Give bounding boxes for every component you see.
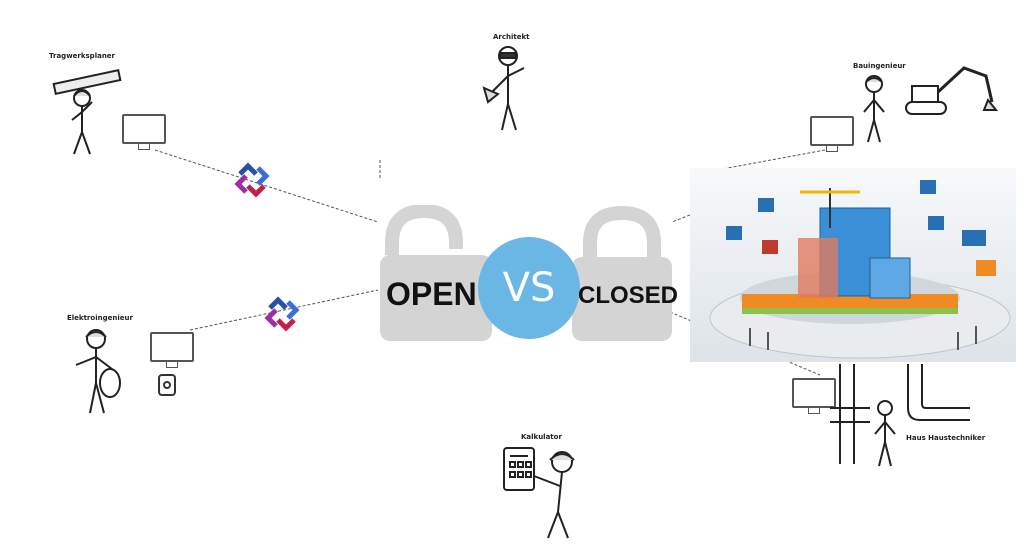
engineer-worker-icon — [863, 75, 885, 143]
closed-label: CLOSED — [578, 282, 679, 309]
open-label: OPEN — [386, 276, 477, 312]
monitor-icon — [792, 378, 836, 414]
label-elektroingenieur: Elektroingenieur — [67, 314, 133, 322]
haustechniker-worker-icon — [874, 400, 896, 467]
building-model-icon — [709, 180, 1011, 359]
label-tragwerksplaner: Tragwerksplaner — [49, 52, 115, 60]
label-architekt: Architekt — [493, 33, 530, 41]
worker-carrying-beam-icon — [52, 69, 122, 155]
ifc-logo-icon — [264, 296, 300, 332]
excavator-icon — [905, 66, 998, 115]
architect-worker-icon — [482, 46, 525, 131]
building-model-illustration — [690, 168, 1016, 362]
monitor-icon — [150, 332, 194, 368]
label-bauingenieur: Bauingenieur — [853, 62, 906, 70]
socket-icon — [158, 374, 176, 396]
open-lock-icon — [380, 205, 492, 341]
monitor-icon — [122, 114, 166, 150]
closed-lock-icon — [572, 205, 672, 341]
label-haustechniker: Haus Haustechniker — [906, 434, 986, 442]
ifc-logo-icon — [234, 162, 270, 198]
label-kalkulator: Kalkulator — [521, 433, 562, 441]
vs-circle — [478, 237, 580, 339]
vs-label: VS — [502, 265, 556, 311]
monitor-icon — [810, 116, 854, 152]
pipe-system-icon — [830, 364, 970, 464]
electrician-worker-icon — [75, 329, 121, 414]
kalkulator-worker-icon — [503, 447, 575, 539]
